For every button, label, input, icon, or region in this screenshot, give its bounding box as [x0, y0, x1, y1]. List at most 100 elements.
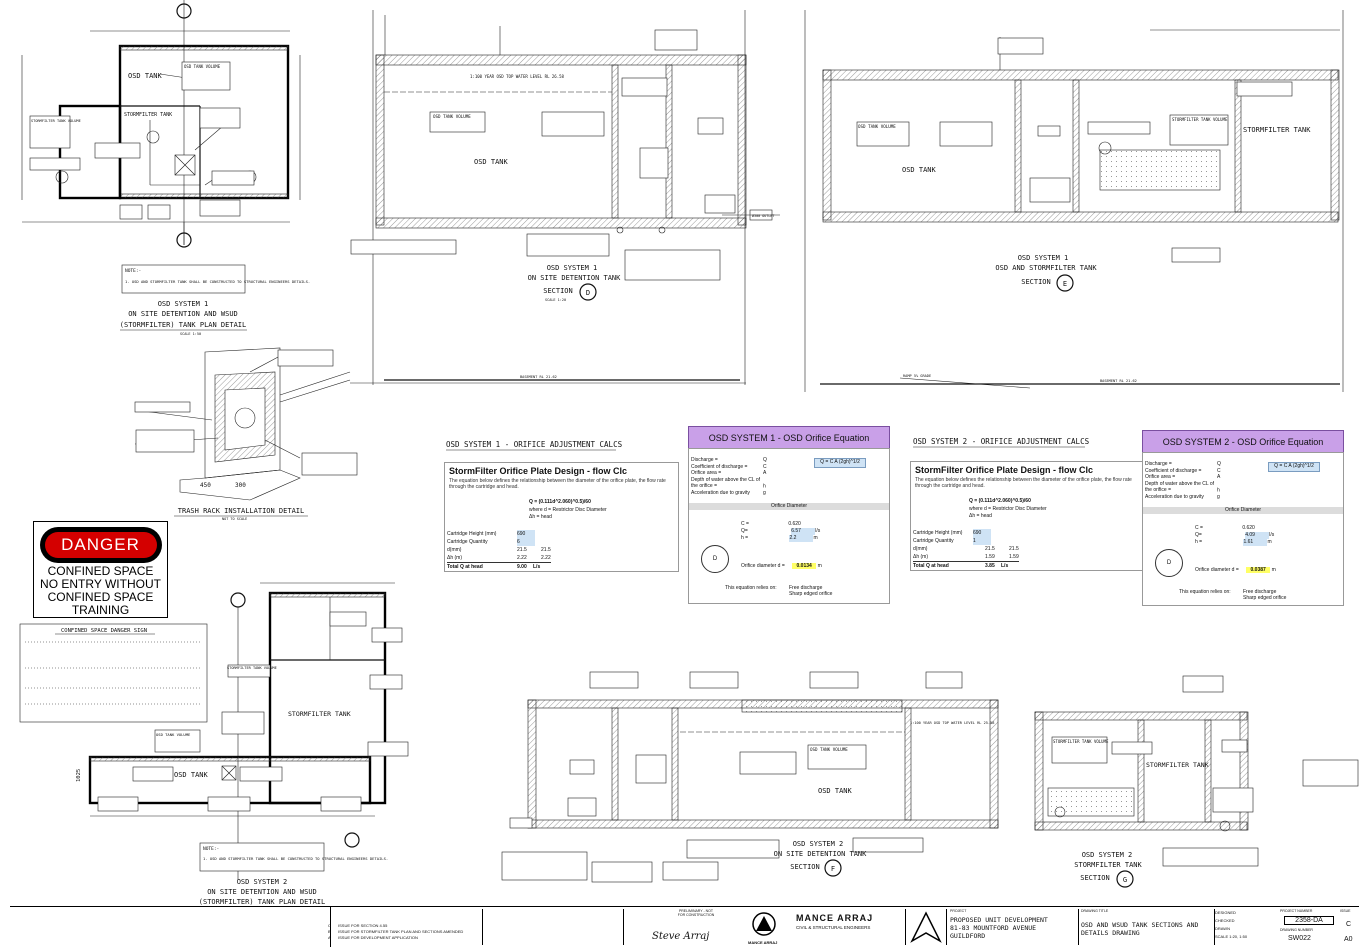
- section-f-osd-system-2: OSD TANK VOLUME OSD TANK 1:100 YEAR OSD …: [501, 671, 999, 883]
- trash-rack-dim-300: 300: [235, 482, 246, 489]
- section-g-title-line1: OSD SYSTEM 2: [1082, 851, 1133, 859]
- orifice2-var-label: Discharge =: [1145, 461, 1172, 467]
- orifice2-h-value: 1.61: [1243, 539, 1268, 546]
- calcs1-row-value: 6: [517, 538, 535, 546]
- orifice2-var-symbol: C: [1217, 467, 1221, 474]
- plan2-title-line1: OSD SYSTEM 2: [237, 878, 288, 886]
- scale-label: SCALE: [1215, 934, 1229, 939]
- section-d-marker: D: [586, 289, 590, 297]
- plan2-stormfilter-volume: STORMFILTER TANK VOLUME: [227, 666, 277, 670]
- calcs2-rows: Cartridge Height (mm)690 Cartridge Quant…: [913, 529, 1019, 570]
- calcs1-row-label: Cartridge Height (mm): [447, 531, 497, 537]
- section-g-marker-circle: [1116, 870, 1134, 888]
- plan2-title-line3: (STORMFILTER) TANK PLAN DETAIL: [199, 898, 325, 906]
- orifice1-q-value: 6.57: [791, 528, 816, 535]
- orifice2-var-symbol: h: [1217, 487, 1220, 493]
- plan2-osd-volume: OSD TANK VOLUME: [156, 732, 191, 737]
- plan1-title-line3: (STORMFILTER) TANK PLAN DETAIL: [120, 321, 246, 329]
- orifice1-var-symbol: A: [763, 470, 767, 476]
- section-g-title-line2: STORMFILTER TANK: [1074, 861, 1142, 869]
- section-d-title-line3: SECTION: [543, 287, 573, 295]
- project-line: 81-83 MOUNTFORD AVENUE: [950, 924, 1037, 932]
- section-d-osd-tank: OSD TANK: [474, 158, 509, 166]
- orifice1-diameter-row: Orifice diameter d = 0.0134 m: [741, 563, 822, 569]
- calcs1-total-label: Total Q at head: [447, 564, 483, 570]
- trash-rack-dim-450: 450: [200, 482, 211, 489]
- company-logo-icon: [750, 911, 778, 941]
- calcs2-formula: Q = (0.111d^2.060)^0.5)/60: [969, 498, 1031, 504]
- drawing-title: OSD AND WSUD TANK SECTIONS AND DETAILS D…: [1081, 921, 1198, 937]
- plan-osd-system-1: NOTE:- 1. OSD AND STORMFILTER TANK SHALL…: [21, 0, 310, 336]
- north-arrow-icon: [905, 909, 947, 945]
- orifice2-q-unit: l/s: [1269, 532, 1275, 538]
- orifice2-diagram-icon: D: [1155, 549, 1183, 577]
- plan2-note-text: 1. OSD AND STORMFILTER TANK SHALL BE CON…: [203, 856, 388, 861]
- confined-space-spec: CONFINED SPACE DANGER SIGN: [19, 623, 208, 723]
- section-d-title-line1: OSD SYSTEM 1: [547, 264, 598, 272]
- danger-line: NO ENTRY WITHOUT: [40, 577, 161, 591]
- plan2-note-heading: NOTE:-: [203, 846, 219, 852]
- trash-rack-title: TRASH RACK INSTALLATION DETAIL: [178, 507, 304, 515]
- plan1-scale: SCALE 1:50: [180, 332, 201, 336]
- section-f-water-level: 1:100 YEAR OSD TOP WATER LEVEL RL 25.58: [910, 721, 994, 725]
- drawn-label: DRAWN: [1215, 926, 1230, 931]
- plan1-note-heading: NOTE:-: [125, 268, 141, 274]
- orifice2-var-symbol: Q: [1217, 461, 1221, 467]
- section-f-marker: F: [831, 865, 835, 873]
- trash-rack-detail: 450 300 TRASH RACK INSTALLATION DETAIL N…: [134, 347, 358, 521]
- calcs2-total-value: 3.85: [985, 563, 995, 569]
- plan2-dim: 1025: [76, 769, 82, 782]
- revision-id: C: [328, 923, 331, 928]
- project-number: 2358-DA: [1284, 916, 1334, 925]
- danger-line: CONFINED SPACE: [47, 590, 154, 604]
- section-g-marker: G: [1123, 876, 1127, 884]
- plan2-title-line2: ON SITE DETENTION AND WSUD: [207, 888, 317, 896]
- orifice1-formula: Q = C A (2gh)^1/2: [814, 458, 866, 468]
- calcs1-formula: Q = (0.111d^2.060)^0.5)/60: [529, 499, 591, 505]
- project-label: PROJECT: [950, 909, 967, 913]
- calcs2-row-label: Cartridge Quantity: [913, 538, 954, 544]
- orifice2-q-value: 4.09: [1245, 532, 1270, 539]
- calcs1-where: where d = Restrictor Disc Diameter: [529, 507, 607, 513]
- danger-line: CONFINED SPACE: [47, 564, 154, 578]
- drawing-number-label: DRAWING NUMBER: [1280, 928, 1313, 932]
- revision-desc: ISSUE FOR DEVELOPMENT APPLICATION: [338, 935, 418, 940]
- orifice2-h-unit: m: [1267, 539, 1272, 545]
- drawing-title-label: DRAWING TITLE: [1081, 909, 1109, 913]
- revision-id: B: [328, 929, 331, 934]
- danger-line: TRAINING: [71, 603, 130, 617]
- section-e-title-line3: SECTION: [1021, 278, 1051, 286]
- orifice2-header: OSD SYSTEM 2 - OSD Orifice Equation: [1142, 430, 1344, 453]
- orifice1-free: Free discharge: [789, 585, 823, 591]
- calcs2-row-value2: 21.5: [1009, 546, 1019, 552]
- orifice2-formula: Q = C A (2gh)^1/2: [1268, 462, 1320, 472]
- calcs1-row-value: 21.5: [517, 547, 527, 553]
- section-e-marker-circle: [1056, 274, 1074, 292]
- calcs2-head: Δh = head: [969, 513, 992, 519]
- danger-oval: DANGER: [39, 527, 162, 563]
- orifice2-diameter-label: Orifice diameter d =: [1195, 567, 1239, 573]
- orifice1-section: Orifice Diameter: [689, 503, 889, 510]
- calcs1-row-value2: 2.22: [541, 555, 551, 561]
- calcs2-row-label: Δh (m): [913, 554, 929, 560]
- orifice2-var-symbol: A: [1217, 474, 1221, 480]
- orifice1-var-symbol: h: [763, 483, 766, 489]
- orifice2-relies: This equation relies on:: [1179, 589, 1231, 595]
- orifice2-var-label: Orifice area =: [1145, 474, 1176, 480]
- copyright-notes: [482, 909, 624, 945]
- designer-cell: DESIGNED CHECKED DRAWN SCALE 1:20, 1:50: [1214, 909, 1279, 945]
- plan1-title-line2: ON SITE DETENTION AND WSUD: [128, 310, 238, 318]
- orifice1-var-label: Depth of water above the CL of the orifi…: [691, 476, 761, 490]
- sheet-size: A0: [1344, 936, 1353, 943]
- calcs1-total-value: 9.00: [517, 564, 527, 570]
- calcs2-row-label: d(mm): [913, 546, 928, 552]
- drawing-title-cell: [1078, 909, 1219, 945]
- scale-value: 1:20, 1:50: [1229, 934, 1248, 939]
- revision-desc: ISSUE FOR STORMFILTER TANK PLAN AND SECT…: [338, 929, 464, 934]
- project-line: PROPOSED UNIT DEVELOPMENT: [950, 916, 1048, 924]
- project-name: PROPOSED UNIT DEVELOPMENT 81-83 MOUNTFOR…: [950, 916, 1048, 940]
- orifice2-free: Free discharge: [1243, 589, 1277, 595]
- drawing-title-line: DETAILS DRAWING: [1081, 929, 1140, 937]
- calcs1-description: The equation below defines the relations…: [449, 478, 666, 490]
